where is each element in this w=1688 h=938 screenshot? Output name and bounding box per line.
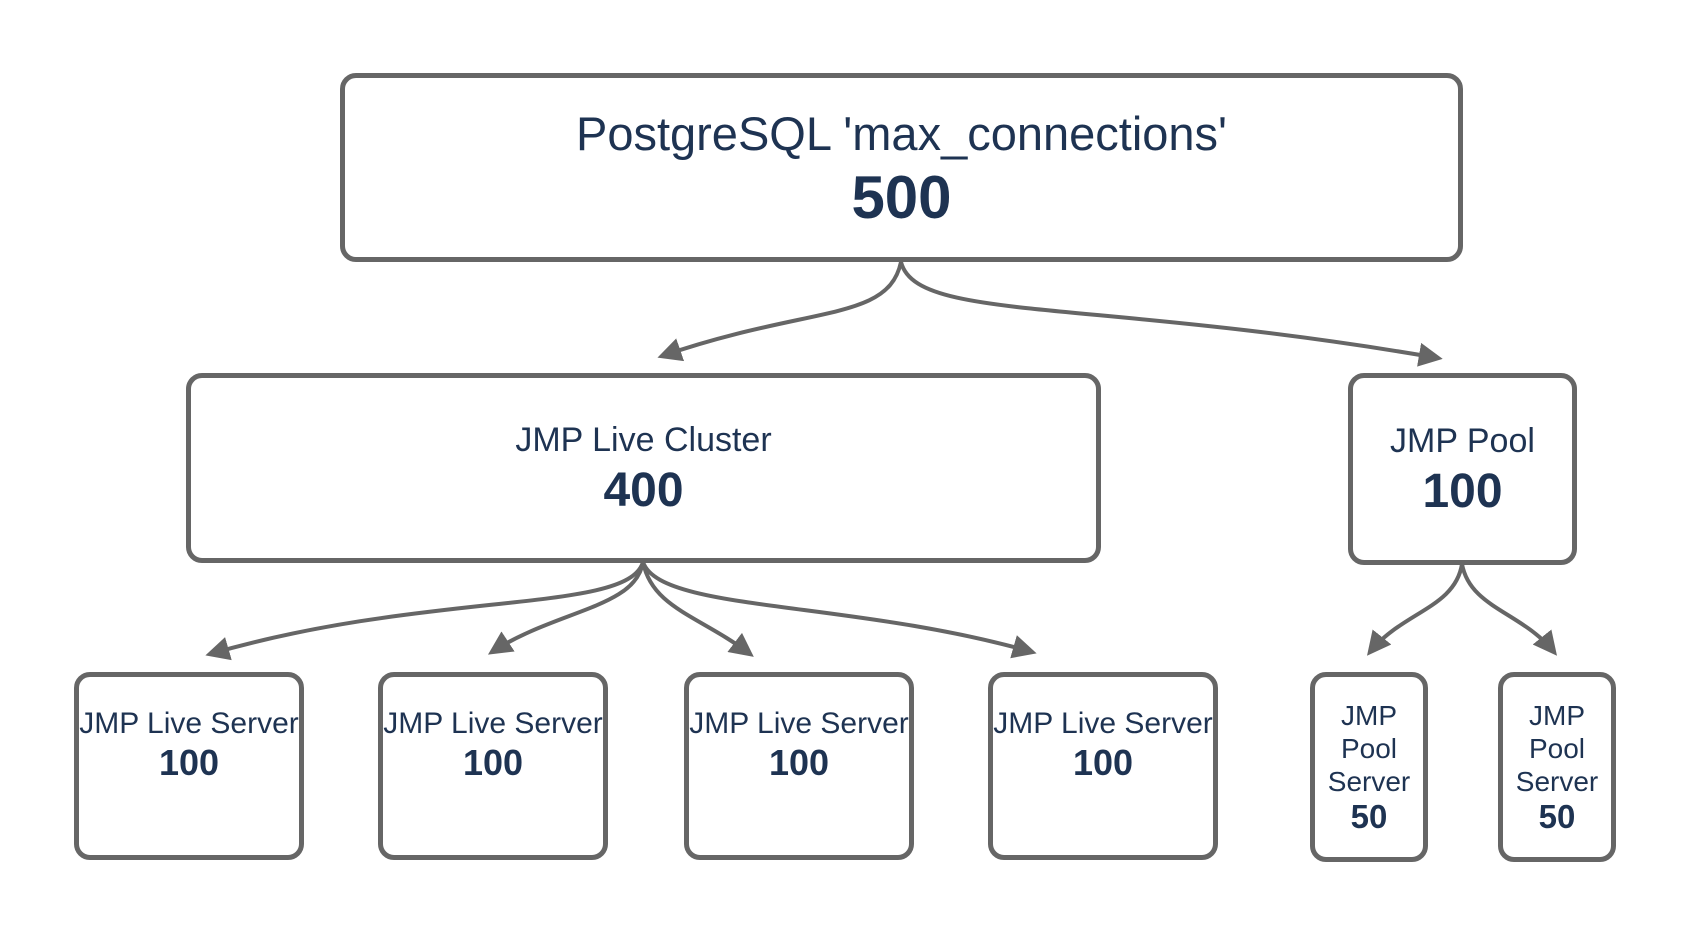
node-jmp-live-server-3: JMP Live Server 100 xyxy=(684,672,914,860)
edge-root-to-pool xyxy=(899,261,1443,367)
edge-cluster-to-server-2 xyxy=(487,561,645,655)
edge-pool-to-pool-server-1 xyxy=(1366,563,1464,656)
node-label: JMP Pool Server xyxy=(1327,700,1411,797)
node-value: 500 xyxy=(851,163,952,231)
node-jmp-pool-server-2: JMP Pool Server 50 xyxy=(1498,672,1616,862)
node-postgresql-max-connections: PostgreSQL 'max_connections' 500 xyxy=(340,73,1463,262)
node-value: 50 xyxy=(1350,798,1388,835)
node-value: 400 xyxy=(603,464,684,517)
edge-cluster-to-server-4 xyxy=(641,561,1037,659)
node-label: JMP Pool xyxy=(1390,422,1535,460)
node-jmp-pool: JMP Pool 100 xyxy=(1348,373,1577,565)
node-label: JMP Live Server xyxy=(383,707,603,740)
node-value: 100 xyxy=(158,742,220,783)
edge-pool-to-pool-server-2 xyxy=(1460,563,1558,656)
node-jmp-live-server-4: JMP Live Server 100 xyxy=(988,672,1218,860)
node-value: 100 xyxy=(1422,465,1503,518)
edge-cluster-to-server-1 xyxy=(205,561,645,661)
node-jmp-live-server-1: JMP Live Server 100 xyxy=(74,672,304,860)
node-label: JMP Live Server xyxy=(993,707,1213,740)
node-jmp-pool-server-1: JMP Pool Server 50 xyxy=(1310,672,1428,862)
node-label: JMP Live Cluster xyxy=(515,421,772,459)
node-label: PostgreSQL 'max_connections' xyxy=(575,106,1228,160)
node-label: JMP Live Server xyxy=(689,707,909,740)
node-jmp-live-server-2: JMP Live Server 100 xyxy=(378,672,608,860)
node-label: JMP Live Server xyxy=(79,707,299,740)
edge-root-to-cluster xyxy=(657,261,903,362)
node-value: 100 xyxy=(768,742,830,783)
node-value: 100 xyxy=(1072,742,1134,783)
edge-cluster-to-server-3 xyxy=(641,561,754,657)
node-value: 50 xyxy=(1538,798,1576,835)
node-value: 100 xyxy=(462,742,524,783)
node-jmp-live-cluster: JMP Live Cluster 400 xyxy=(186,373,1101,563)
node-label: JMP Pool Server xyxy=(1515,700,1599,797)
